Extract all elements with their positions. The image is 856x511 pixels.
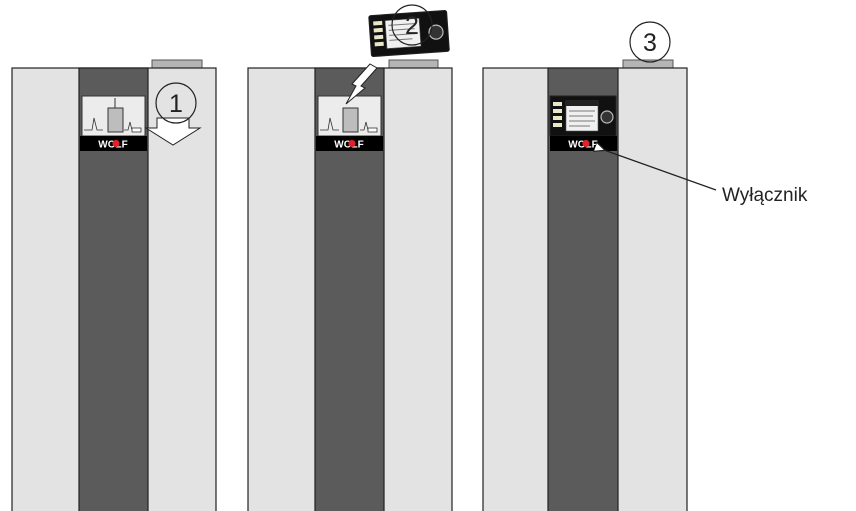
top-cap: [151, 59, 203, 69]
step-2-marker: [391, 4, 433, 46]
boiler-unit-1: WOLF 1: [11, 59, 217, 511]
boiler-unit-3: WOLF 3: [482, 21, 717, 511]
arrow-down-icon: [144, 117, 202, 146]
boiler-unit-2: WOLF 2: [247, 4, 453, 511]
switch-callout-label: Wyłącznik: [722, 185, 808, 206]
rotary-knob: [600, 110, 614, 124]
brand-dot: [112, 139, 120, 148]
module-slot: [107, 107, 124, 133]
control-module-icon: [368, 9, 450, 58]
step-1-marker: [155, 82, 197, 124]
pointer-arrow-icon: [604, 150, 717, 191]
step-3-number: 3: [643, 29, 657, 57]
module-slot: [342, 107, 359, 133]
brand-dot: [582, 139, 590, 148]
brand-dot: [348, 139, 356, 148]
step-3-marker: [629, 21, 671, 63]
top-cap: [388, 59, 439, 69]
top-cap: [622, 59, 674, 69]
step-1-number: 1: [169, 90, 183, 118]
step-2-number: 2: [405, 12, 419, 40]
insert-arrow-icon: [345, 63, 378, 105]
